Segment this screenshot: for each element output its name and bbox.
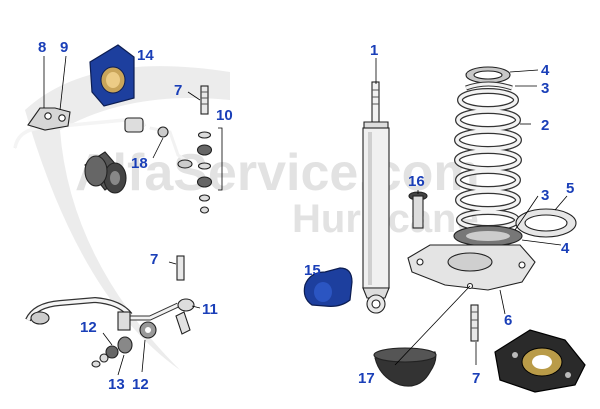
callout-17: 17 [358, 370, 375, 387]
lower-bush-stack [91, 321, 157, 368]
bump-stop [373, 347, 437, 387]
watermark-line1: AlfaService.com [75, 144, 480, 202]
callout-6: 6 [504, 312, 512, 329]
callout-4-lower: 4 [561, 240, 570, 257]
lower-anti-roll-bar [25, 296, 133, 325]
bar-bush-blue [89, 44, 135, 107]
callout-2: 2 [541, 117, 549, 134]
callout-4-top: 4 [541, 62, 550, 79]
spring-pan [407, 244, 536, 291]
callout-12-left: 12 [80, 319, 97, 336]
callout-7-upper-left: 7 [174, 82, 182, 99]
callout-15: 15 [304, 262, 321, 279]
callout-1: 1 [370, 42, 378, 59]
callout-12-right: 12 [132, 376, 149, 393]
callout-13: 13 [108, 376, 125, 393]
callout-7-lower-left: 7 [150, 251, 158, 268]
callout-18: 18 [131, 155, 148, 172]
bar-bush-clamp [124, 117, 144, 133]
lower-mount-stud [470, 304, 479, 342]
bar-bush-rubber [84, 151, 127, 194]
callout-labels: 1 2 3 3 4 4 5 6 7 7 7 8 9 10 11 12 12 13… [38, 39, 574, 393]
coil-spring [453, 66, 523, 247]
clamp-bracket [27, 107, 71, 131]
callout-10: 10 [216, 107, 233, 124]
callout-3-lower: 3 [541, 187, 549, 204]
callout-16: 16 [408, 173, 425, 190]
upper-bolt-stack [196, 85, 223, 214]
callout-3-top: 3 [541, 80, 549, 97]
callout-7-right: 7 [472, 370, 480, 387]
shock-absorber [362, 81, 390, 314]
drop-link-upper [149, 126, 193, 169]
callout-5: 5 [566, 180, 574, 197]
strut-top-mount [494, 329, 586, 393]
upper-anti-roll-bar [13, 117, 147, 149]
shock-bush-blue [303, 267, 353, 307]
spring-spacer-ring [515, 208, 577, 238]
callout-14: 14 [137, 47, 154, 64]
leader-lines [43, 55, 568, 376]
drop-link-lower [117, 255, 195, 335]
callout-8: 8 [38, 39, 46, 56]
callout-11: 11 [202, 301, 218, 318]
callout-9: 9 [60, 39, 68, 56]
